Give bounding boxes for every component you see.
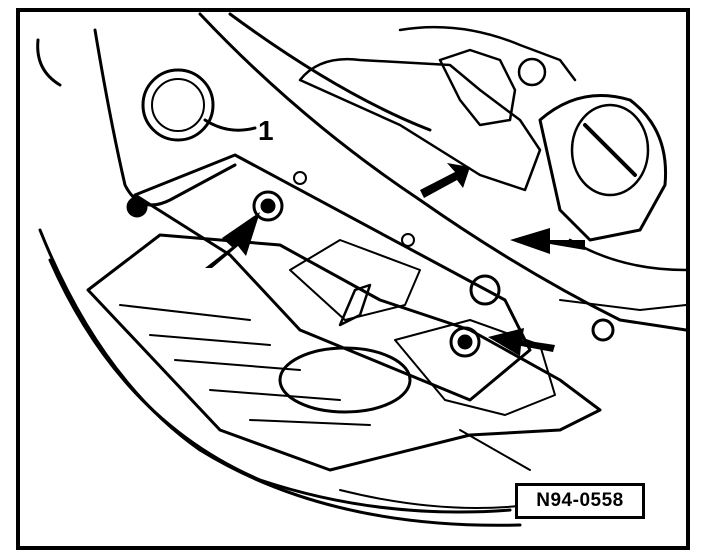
callout-leader-line	[203, 118, 257, 132]
headliner-contour-top	[228, 12, 432, 132]
screw-front-left-inner	[260, 198, 276, 214]
grommet-inner	[151, 78, 205, 132]
mechanism-bracket	[438, 48, 517, 127]
screw-center	[401, 233, 415, 247]
console-bottom-edge	[48, 258, 512, 514]
knob	[570, 103, 650, 197]
pointer-line	[459, 429, 531, 471]
mechanism-pivot	[517, 57, 547, 87]
mechanism-arm	[398, 25, 577, 82]
reference-code: N94-0558	[536, 490, 624, 511]
knob-housing	[538, 94, 668, 242]
knob-grip	[583, 123, 637, 177]
headliner-contour-upper	[198, 12, 688, 332]
arrow-right-pointer	[510, 228, 585, 254]
screw-far-right	[591, 318, 615, 342]
arrow-lower-right-pointer	[488, 328, 555, 356]
console-lower-edge	[38, 228, 522, 527]
screw-right	[469, 274, 501, 306]
label-plate-right	[394, 319, 556, 416]
console-detail-2	[149, 334, 271, 346]
grommet-outer	[141, 68, 215, 142]
lamp-lens	[278, 346, 412, 414]
screw-left	[126, 196, 148, 218]
reference-code-box: N94-0558	[515, 483, 645, 519]
console-detail-5	[249, 419, 371, 426]
clip	[338, 283, 372, 327]
right-lower-panel	[559, 299, 687, 311]
screw-lower-right-inner	[457, 334, 473, 350]
mechanism-housing	[298, 58, 542, 192]
console-mounting-plate	[133, 153, 532, 402]
console-detail-4	[209, 389, 341, 401]
callout-label-1: 1	[258, 115, 274, 146]
arrow-left-pointer	[205, 212, 260, 268]
drawing-frame	[16, 8, 690, 550]
headliner-contour-left	[93, 28, 237, 207]
arrow-center-pointer	[420, 163, 470, 198]
console-detail-1	[119, 304, 251, 321]
screw-top	[293, 171, 307, 185]
label-plate	[289, 239, 421, 321]
left-curve	[36, 38, 62, 87]
console-housing	[86, 233, 602, 472]
console-detail-3	[174, 359, 301, 371]
screw-lower-right	[449, 326, 481, 358]
screw-front-left	[252, 190, 284, 222]
